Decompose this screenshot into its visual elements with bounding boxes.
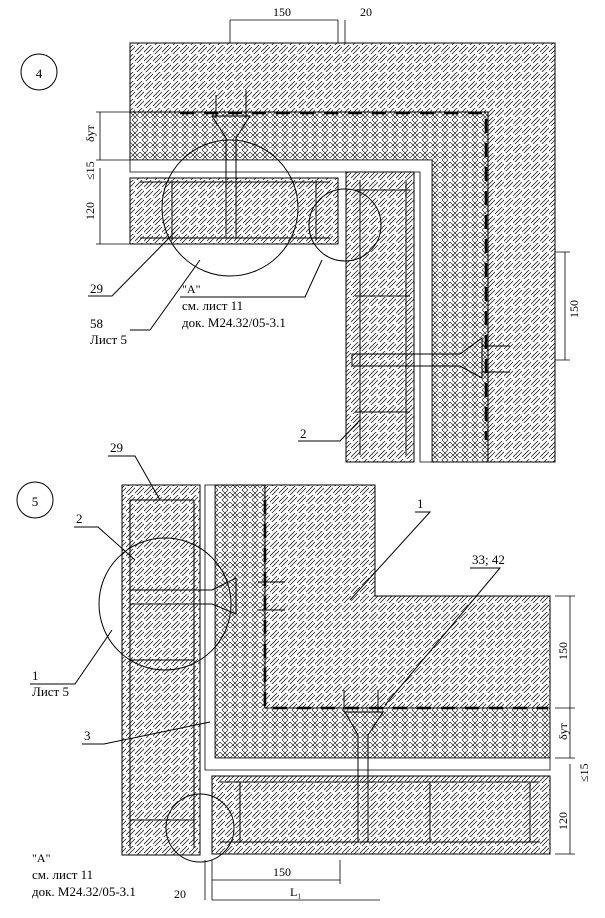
detail-4-callout-circle-b (308, 188, 382, 262)
detail-5-seal-line (263, 500, 548, 710)
detail-5-callout-circle-a (98, 537, 232, 671)
detail-5-callout-1-sheet: Лист 5 (32, 684, 69, 699)
detail-4-callout-58: 58 (90, 316, 103, 331)
detail-5-callout-2: 2 (76, 511, 83, 526)
detail-5-dim-l: L₁ (290, 885, 302, 899)
detail-5: 5 150 δут ≤15 120 150 20 L₁ 29 2 1 33; (16, 440, 591, 901)
detail-5-dim-bottom-small: 20 (174, 887, 186, 901)
detail-4-dim-right: 150 (567, 300, 581, 318)
detail-4-callout-a-sheet: см. лист 11 (182, 298, 243, 313)
detail-5-callout-29: 29 (110, 440, 123, 455)
detail-4-leaders (88, 231, 361, 442)
detail-4-marker (20, 53, 58, 91)
detail-4-dim-insulation: δут (83, 124, 97, 142)
detail-4-dim-top: 150 (273, 5, 291, 19)
detail-5-dim-gap: ≤15 (577, 763, 591, 782)
detail-4-inner-panel-horizontal (129, 177, 339, 245)
detail-5-leaders (30, 455, 502, 745)
detail-5-dim-bottom: 150 (273, 865, 291, 879)
detail-4-dim-gap: ≤15 (83, 161, 97, 180)
detail-5-rebar (129, 499, 540, 848)
detail-5-callout-circle-b (165, 793, 235, 863)
detail-4-inner-panel-vertical (345, 171, 415, 463)
detail-4-anchor (211, 90, 251, 239)
detail-4-dim-inner: 120 (83, 202, 97, 220)
detail-4-anchor-right (351, 337, 510, 379)
detail-5-concrete-wall (264, 484, 551, 709)
detail-5-callout-1: 1 (417, 496, 424, 511)
detail-4-number: 4 (36, 66, 43, 81)
detail-5-callout-3: 3 (84, 728, 91, 743)
detail-4-dim-lines (96, 19, 570, 361)
detail-4-dim-top-small: 20 (360, 5, 372, 19)
detail-5-callout-a-sheet: см. лист 11 (32, 867, 93, 882)
detail-5-dim-right: 150 (556, 642, 570, 660)
detail-4-callout-circle-a (161, 139, 299, 277)
detail-5-anchor (129, 577, 384, 843)
detail-4-callout-a-doc: док. М24.32/05-3.1 (182, 315, 286, 330)
detail-5-callout-a: "A" (32, 851, 51, 865)
detail-4-seal-line (180, 111, 488, 440)
detail-5-dim-inner: 120 (556, 812, 570, 830)
detail-5-callout-33-42: 33; 42 (472, 552, 505, 567)
detail-4: 4 150 20 δут ≤15 120 150 29 "A" см. лист… (20, 5, 581, 463)
detail-4-callout-58-sheet: Лист 5 (90, 332, 127, 347)
detail-4-concrete-wall (129, 42, 556, 463)
detail-4-inner-layer (129, 159, 433, 463)
detail-5-dim-insulation: δут (556, 722, 570, 740)
detail-5-callout-1-lower: 1 (32, 668, 39, 683)
detail-5-callout-a-doc: док. М24.32/05-3.1 (32, 884, 136, 899)
detail-4-callout-a: "A" (182, 282, 201, 296)
detail-4-callout-2: 2 (300, 426, 307, 441)
detail-5-marker (16, 481, 54, 519)
detail-5-dim-lines (204, 595, 575, 901)
detail-5-inner-panel-horizontal (211, 775, 551, 855)
detail-4-callout-29: 29 (90, 281, 103, 296)
detail-5-inner-layer (204, 484, 551, 771)
detail-5-number: 5 (32, 494, 39, 509)
